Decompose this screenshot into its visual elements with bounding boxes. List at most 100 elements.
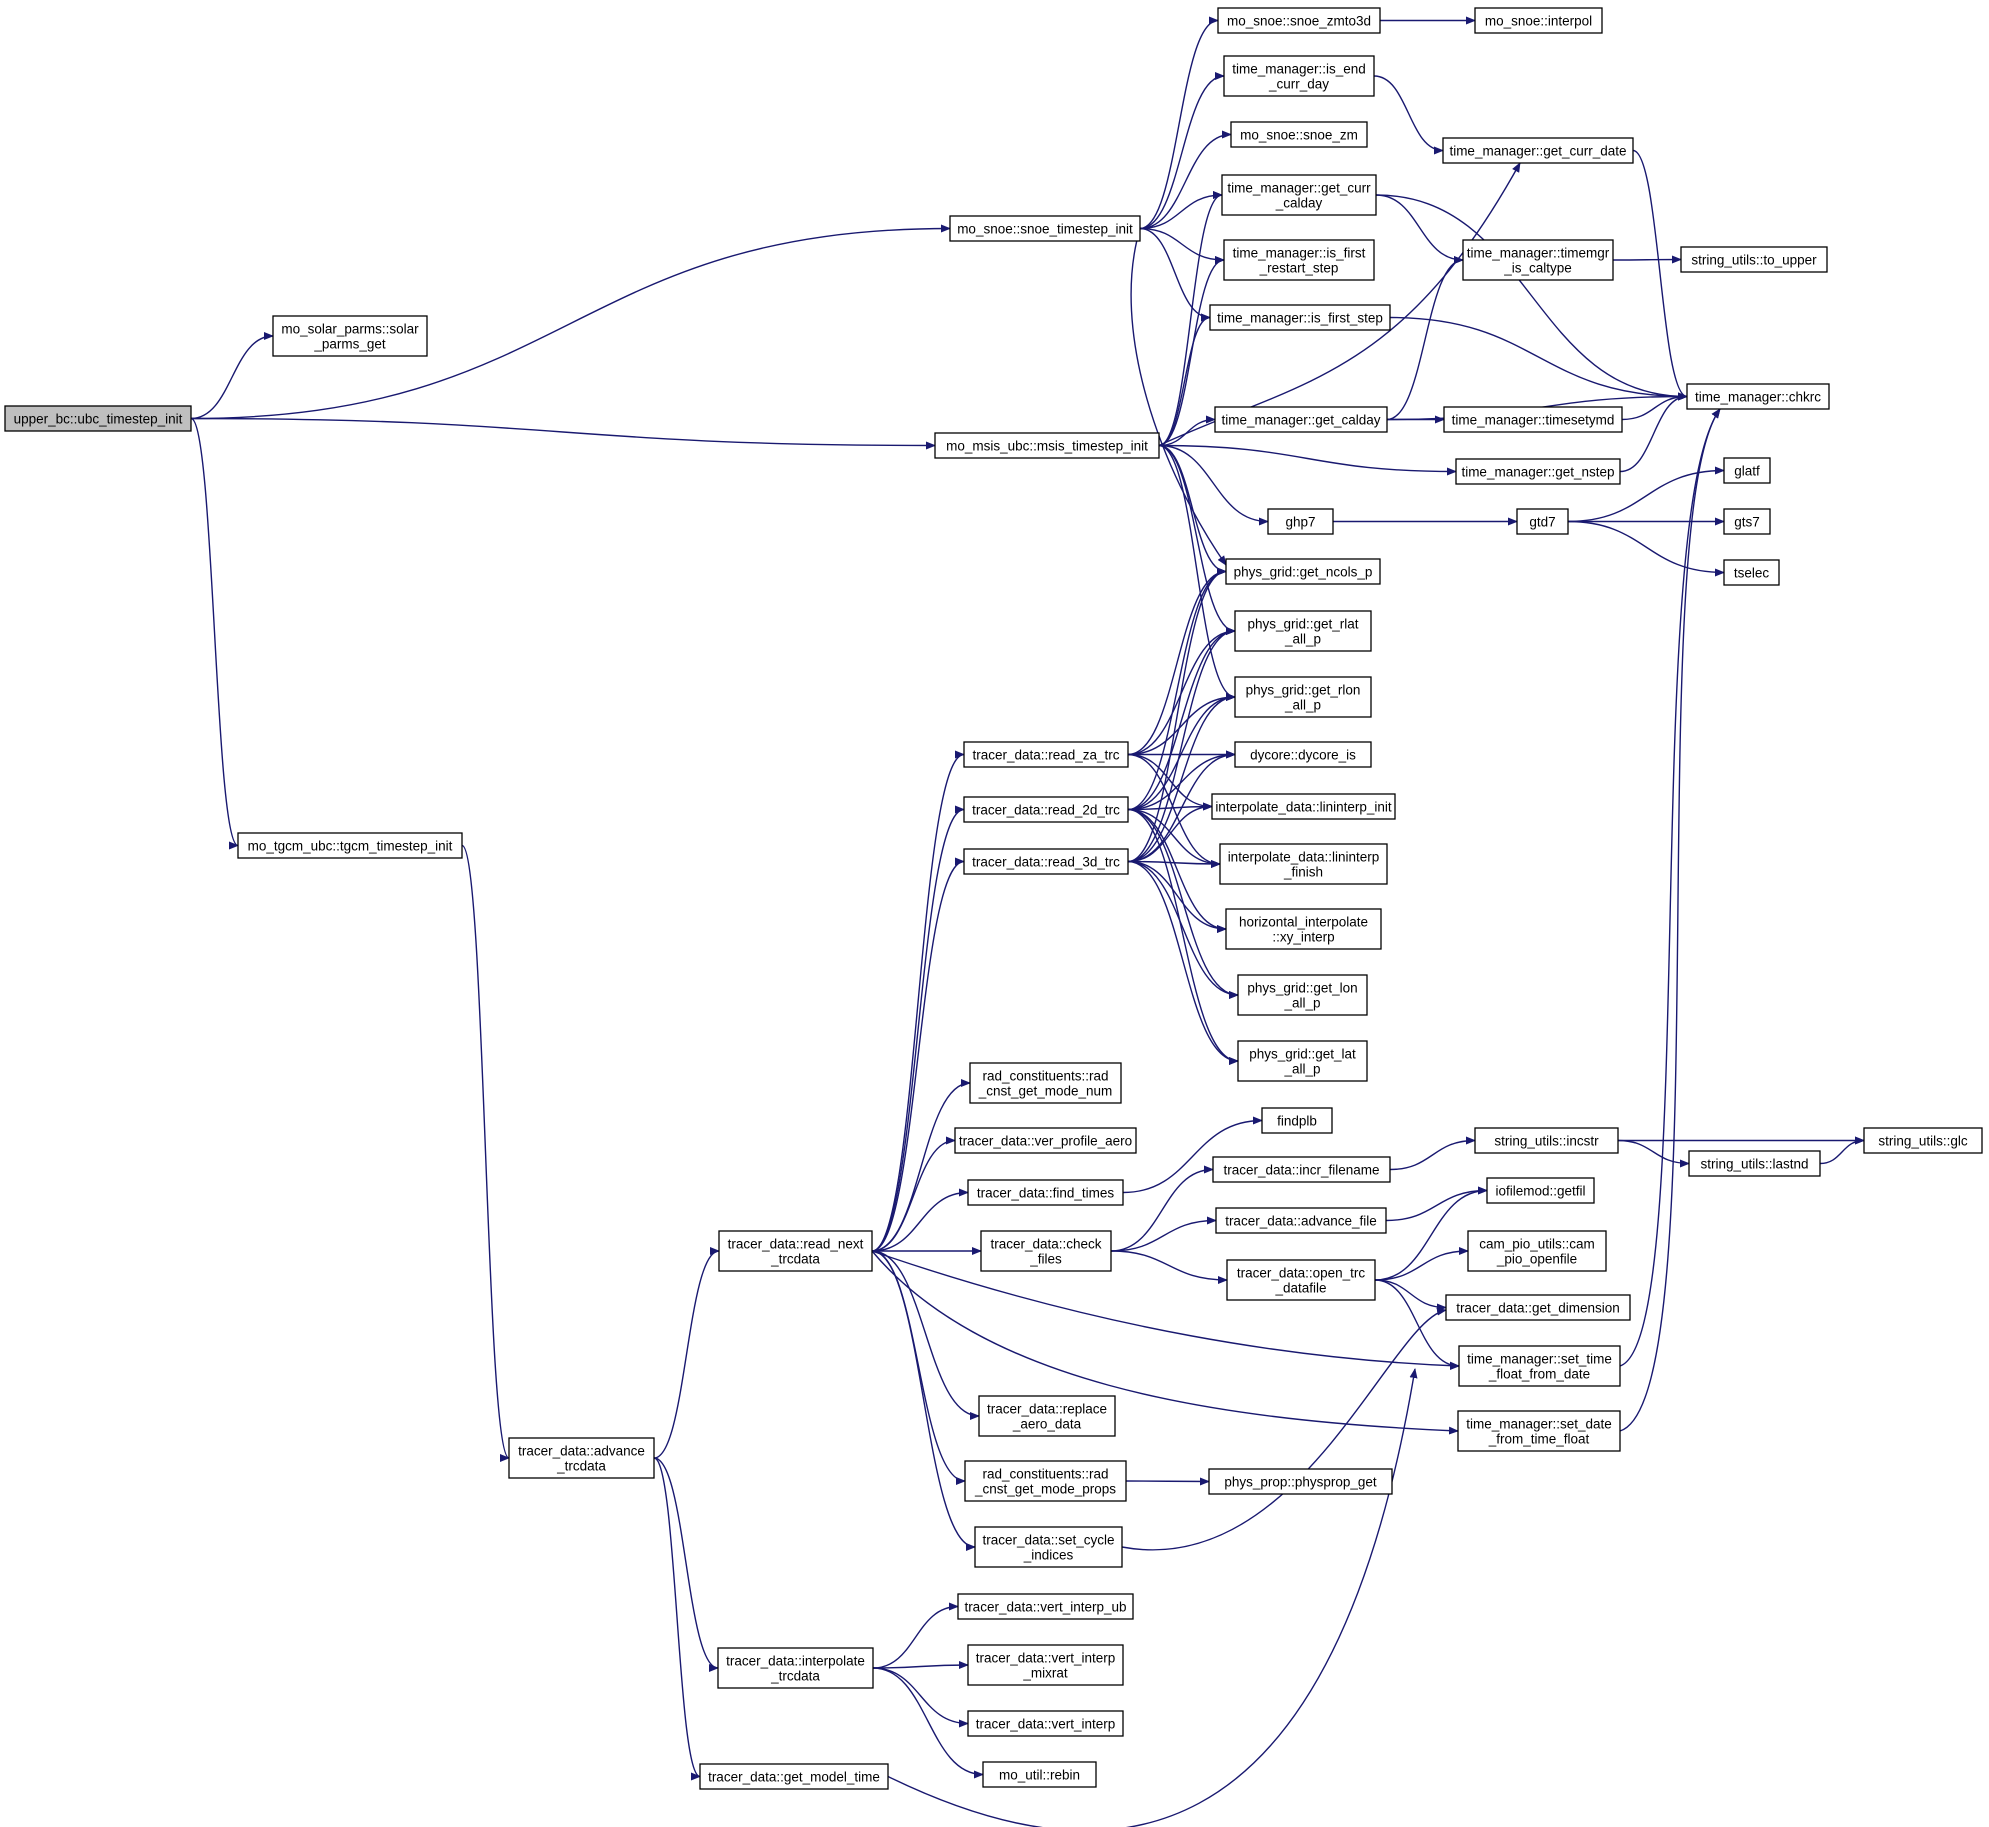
- edge-upper_bc_ubc_timestep_init-to-mo_tgcm_ubc_tgcm_timestep_init: [190, 417, 239, 850]
- node-label: tracer_data::vert_interp: [976, 1717, 1116, 1732]
- node-box: [699, 1763, 889, 1790]
- node-time-manager-is-end-curr-day[interactable]: time_manager::is_end_curr_day: [1223, 55, 1375, 97]
- edge-time_manager_timesetymd-to-time_manager_chkrc: [1621, 392, 1688, 421]
- node-time-manager-set-time-float-from-date[interactable]: time_manager::set_time_float_from_date: [1458, 1345, 1621, 1387]
- node-label: mo_snoe::snoe_zm: [1240, 128, 1358, 143]
- edge-tracer_data_find_times-to-findplb: [1122, 1116, 1263, 1194]
- call-edge: [653, 1457, 719, 1672]
- node-tracer-data-vert-interp-ub[interactable]: tracer_data::vert_interp_ub: [957, 1593, 1134, 1620]
- node-interpolate-data-lininterp-finish[interactable]: interpolate_data::lininterp_finish: [1219, 843, 1388, 885]
- node-label: cam_pio_utils::cam: [1479, 1237, 1595, 1252]
- node-tselec[interactable]: tselec: [1723, 559, 1780, 586]
- node-mo-snoe-snoe-zm[interactable]: mo_snoe::snoe_zm: [1230, 121, 1368, 148]
- node-time-manager-get-curr-date[interactable]: time_manager::get_curr_date: [1442, 137, 1634, 164]
- node-mo-snoe-snoe-zmto3d[interactable]: mo_snoe::snoe_zmto3d: [1217, 7, 1381, 34]
- node-label: horizontal_interpolate: [1239, 915, 1368, 930]
- node-box: [237, 832, 463, 859]
- node-tracer-data-read-next-trcdata[interactable]: tracer_data::read_next_trcdata: [718, 1230, 873, 1272]
- node-cam-pio-utils-cam-pio-openfile[interactable]: cam_pio_utils::cam_pio_openfile: [1467, 1230, 1607, 1272]
- node-time-manager-is-first-restart-step[interactable]: time_manager::is_first_restart_step: [1223, 239, 1375, 281]
- node-phys-grid-get-ncols-p[interactable]: phys_grid::get_ncols_p: [1225, 558, 1381, 585]
- node-tracer-data-read-2d-trc[interactable]: tracer_data::read_2d_trc: [963, 796, 1129, 823]
- node-box: [934, 432, 1160, 459]
- node-box: [949, 215, 1141, 242]
- node-tracer-data-replace-aero-data[interactable]: tracer_data::replace_aero_data: [978, 1395, 1116, 1437]
- node-label: time_manager::get_curr_date: [1449, 144, 1626, 159]
- node-dycore-dycore-is[interactable]: dycore::dycore_is: [1234, 741, 1372, 768]
- node-time-manager-timesetymd[interactable]: time_manager::timesetymd: [1443, 406, 1623, 433]
- node-mo-msis-ubc-msis-timestep-init[interactable]: mo_msis_ubc::msis_timestep_init: [934, 432, 1160, 459]
- node-tracer-data-ver-profile-aero[interactable]: tracer_data::ver_profile_aero: [954, 1127, 1137, 1154]
- node-horizontal-interpolate-xy-interp[interactable]: horizontal_interpolate::xy_interp: [1225, 908, 1382, 950]
- node-phys-prop-physprop-get[interactable]: phys_prop::physprop_get: [1208, 1468, 1393, 1495]
- node-time-manager-is-first-step[interactable]: time_manager::is_first_step: [1209, 304, 1391, 331]
- node-rad-constituents-rad-cnst-get-mode-num[interactable]: rad_constituents::rad_cnst_get_mode_num: [969, 1062, 1122, 1104]
- edge-string_utils_lastnd-to-string_utils_glc: [1819, 1136, 1865, 1165]
- node-glatf[interactable]: glatf: [1723, 457, 1771, 484]
- call-edge: [1158, 444, 1269, 526]
- edge-mo_tgcm_ubc_tgcm_timestep_init-to-tracer_data_advance_trcdata: [461, 844, 510, 1462]
- node-tracer-data-incr-filename[interactable]: tracer_data::incr_filename: [1212, 1156, 1391, 1183]
- node-interpolate-data-lininterp-init[interactable]: interpolate_data::lininterp_init: [1211, 793, 1396, 820]
- node-label: tracer_data::set_cycle: [982, 1533, 1114, 1548]
- node-time-manager-get-nstep[interactable]: time_manager::get_nstep: [1455, 458, 1621, 485]
- node-mo-solar-parms-solar-parms-get[interactable]: mo_solar_parms::solar_parms_get: [272, 315, 428, 357]
- node-box: [1237, 974, 1368, 1016]
- node-tracer-data-read-3d-trc[interactable]: tracer_data::read_3d_trc: [963, 848, 1129, 875]
- node-tracer-data-advance-file[interactable]: tracer_data::advance_file: [1215, 1207, 1387, 1234]
- node-tracer-data-find-times[interactable]: tracer_data::find_times: [967, 1179, 1124, 1206]
- edge-tracer_data_read_next_trcdata-to-tracer_data_find_times: [871, 1188, 969, 1252]
- node-mo-util-rebin[interactable]: mo_util::rebin: [982, 1761, 1097, 1788]
- node-upper-bc-ubc-timestep-init[interactable]: upper_bc::ubc_timestep_init: [4, 405, 192, 432]
- node-label: phys_grid::get_rlat: [1247, 617, 1358, 632]
- edge-tracer_data_read_za_trc-to-interpolate_data_lininterp_init: [1127, 753, 1213, 811]
- node-label: string_utils::to_upper: [1691, 253, 1817, 268]
- node-tracer-data-get-model-time[interactable]: tracer_data::get_model_time: [699, 1763, 889, 1790]
- edge-mo_snoe_snoe_timestep_init-to-time_manager_get_curr_calday: [1139, 191, 1223, 230]
- node-string-utils-to-upper[interactable]: string_utils::to_upper: [1680, 246, 1828, 273]
- node-time-manager-get-curr-calday[interactable]: time_manager::get_curr_calday: [1221, 174, 1377, 216]
- node-tracer-data-interpolate-trcdata[interactable]: tracer_data::interpolate_trcdata: [717, 1647, 874, 1689]
- node-phys-grid-get-lon-all-p[interactable]: phys_grid::get_lon_all_p: [1237, 974, 1368, 1016]
- call-edge: [1158, 191, 1223, 447]
- node-iofilemod-getfil[interactable]: iofilemod::getfil: [1486, 1177, 1595, 1204]
- edge-tracer_data_advance_file-to-iofilemod_getfil: [1385, 1186, 1488, 1222]
- node-box: [1457, 1410, 1621, 1452]
- edge-time_manager_is_end_curr_day-to-time_manager_get_curr_date: [1373, 75, 1444, 155]
- node-phys-grid-get-lat-all-p[interactable]: phys_grid::get_lat_all_p: [1237, 1040, 1368, 1082]
- node-tracer-data-read-za-trc[interactable]: tracer_data::read_za_trc: [963, 741, 1129, 768]
- node-box: [1474, 1127, 1619, 1154]
- node-box: [1219, 843, 1388, 885]
- node-tracer-data-open-trc-datafile[interactable]: tracer_data::open_trc_datafile: [1226, 1259, 1376, 1301]
- node-findplb[interactable]: findplb: [1261, 1107, 1333, 1134]
- node-time-manager-set-date-from-time-float[interactable]: time_manager::set_date_from_time_float: [1457, 1410, 1621, 1452]
- node-gtd7[interactable]: gtd7: [1516, 508, 1569, 535]
- node-tracer-data-check-files[interactable]: tracer_data::check_files: [980, 1230, 1112, 1272]
- call-edge: [1121, 1307, 1447, 1551]
- call-edge: [1110, 1165, 1214, 1252]
- node-string-utils-glc[interactable]: string_utils::glc: [1863, 1127, 1983, 1154]
- node-tracer-data-set-cycle-indices[interactable]: tracer_data::set_cycle_indices: [974, 1526, 1123, 1568]
- node-mo-tgcm-ubc-tgcm-timestep-init[interactable]: mo_tgcm_ubc::tgcm_timestep_init: [237, 832, 463, 859]
- node-label: _parms_get: [313, 337, 386, 352]
- node-mo-snoe-snoe-timestep-init[interactable]: mo_snoe::snoe_timestep_init: [949, 215, 1141, 242]
- call-edge: [1617, 1139, 1690, 1168]
- node-mo-snoe-interpol[interactable]: mo_snoe::interpol: [1474, 7, 1603, 34]
- node-tracer-data-vert-interp-mixrat[interactable]: tracer_data::vert_interp_mixrat: [967, 1644, 1124, 1686]
- node-time-manager-chkrc[interactable]: time_manager::chkrc: [1686, 383, 1830, 410]
- node-label: _trcdata: [770, 1252, 820, 1267]
- node-phys-grid-get-rlon-all-p[interactable]: phys_grid::get_rlon_all_p: [1234, 676, 1372, 718]
- node-ghp7[interactable]: ghp7: [1267, 508, 1334, 535]
- node-string-utils-lastnd[interactable]: string_utils::lastnd: [1688, 1150, 1821, 1177]
- node-tracer-data-vert-interp[interactable]: tracer_data::vert_interp: [967, 1710, 1124, 1737]
- node-tracer-data-get-dimension[interactable]: tracer_data::get_dimension: [1445, 1294, 1631, 1321]
- node-time-manager-timemgr-is-caltype[interactable]: time_manager::timemgr_is_caltype: [1462, 239, 1614, 281]
- node-tracer-data-advance-trcdata[interactable]: tracer_data::advance_trcdata: [508, 1437, 655, 1479]
- node-label: _float_from_date: [1488, 1367, 1590, 1382]
- node-string-utils-incstr[interactable]: string_utils::incstr: [1474, 1127, 1619, 1154]
- node-time-manager-get-calday[interactable]: time_manager::get_calday: [1214, 406, 1388, 433]
- call-edge: [1139, 191, 1223, 230]
- node-phys-grid-get-rlat-all-p[interactable]: phys_grid::get_rlat_all_p: [1234, 610, 1372, 652]
- node-gts7[interactable]: gts7: [1723, 508, 1771, 535]
- node-rad-constituents-rad-cnst-get-mode-props[interactable]: rad_constituents::rad_cnst_get_mode_prop…: [964, 1460, 1127, 1502]
